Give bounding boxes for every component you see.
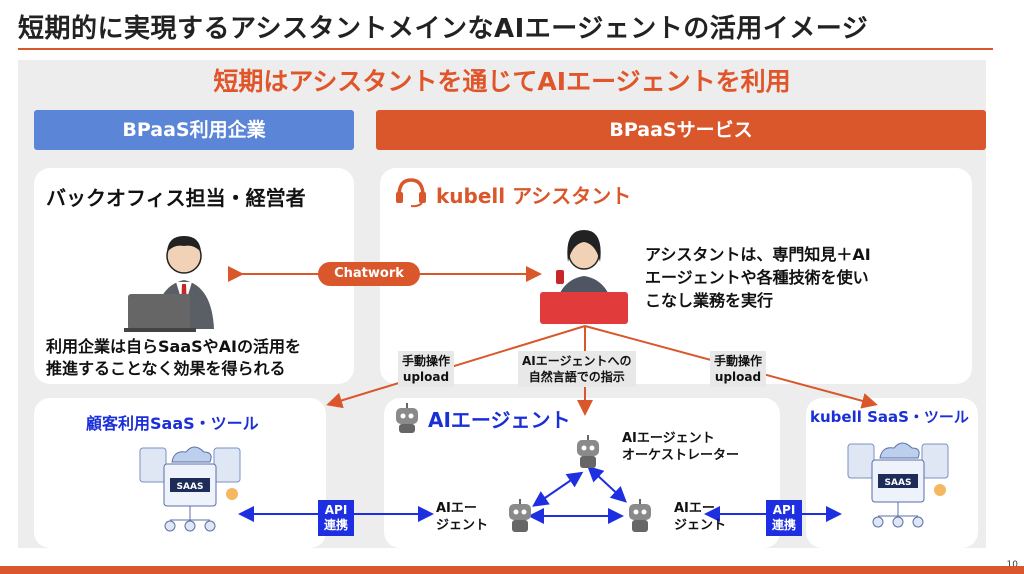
headset-icon [396,178,426,208]
orchestrator-line-2: オーケストレーター [622,448,740,463]
api-right-line-1: API [772,503,796,517]
orchestrator-left-arrow [532,471,584,507]
agent-left-line-1: AIエー [436,501,477,516]
saas-dashboard-icon: SAAS [139,446,241,532]
api-left-line-2: 連携 [324,518,349,532]
assist-desc-line-3: こなし業務を実行 [645,291,774,310]
api-badge-left: API 連携 [318,500,355,536]
manual-upload-left-arrow [326,325,586,409]
api-left-line-1: API [324,503,348,517]
assist-desc-line-2: エージェントや各種技術を使い [645,268,869,287]
page-number: 10 [1006,560,1018,570]
bottom-rule [0,566,1024,574]
user-desc-line-2: 推進することなく効果を得られる [46,359,286,378]
agent-right-line-1: AIエー [674,501,715,516]
instruction-label: AIエージェントへの 自然言語での指示 [518,351,636,387]
robot-icon [577,435,599,468]
orchestrator-line-1: AIエージェント [622,431,715,446]
customer-saas-title: 顧客利用SaaS・ツール [86,414,259,433]
instruction-line-2: 自然言語での指示 [528,370,625,384]
manual-upload-left-label: 手動操作 upload [398,351,455,387]
agent-left-line-2: ジェント [436,518,489,533]
header-bpaas-client: BPaaS利用企業 [34,110,354,150]
manual-right-line-1: 手動操作 [714,354,763,368]
user-desc-line-1: 利用企業は自らSaaSやAIの活用を [46,337,301,356]
manual-upload-right-label: 手動操作 upload [710,351,767,387]
saas-badge-left: SAAS [177,482,204,492]
header-bpaas-service: BPaaSサービス [376,110,986,150]
manual-right-line-2: upload [714,370,762,384]
ai-agent-card-title: AIエージェント [428,408,571,432]
kubell-saas-title: kubell SaaS・ツール [810,408,969,426]
agent-right-label: AIエー ジェント [674,500,726,534]
orchestrator-right-arrow [587,465,627,503]
saas-badge-right: SAAS [885,478,912,488]
assistant-card-description: アシスタントは、専門知見＋AI エージェントや各種技術を使い こなし業務を実行 [645,243,871,312]
assistant-woman-icon [540,230,628,324]
user-card-description: 利用企業は自らSaaSやAIの活用を 推進することなく効果を得られる [46,336,301,380]
robot-icon [629,499,651,532]
chatwork-badge: Chatwork [318,262,420,286]
agent-left-label: AIエー ジェント [436,500,488,534]
assist-desc-line-1: アシスタントは、専門知見＋AI [645,245,871,264]
saas-dashboard-icon: SAAS [847,442,949,528]
subtitle: 短期はアシスタントを通じてAIエージェントを利用 [213,67,791,96]
manual-left-line-2: upload [402,370,450,384]
user-card-title: バックオフィス担当・経営者 [46,186,306,210]
robot-icon [396,403,418,433]
manual-left-line-1: 手動操作 [402,354,451,368]
instruction-line-1: AIエージェントへの [522,354,632,368]
api-right-line-2: 連携 [772,518,797,532]
orchestrator-label: AIエージェント オーケストレーター [622,430,739,464]
assistant-card-title: kubell アシスタント [436,184,632,208]
businessman-icon [124,236,214,332]
agent-right-line-2: ジェント [674,518,727,533]
page-title: 短期的に実現するアシスタントメインなAIエージェントの活用イメージ [18,14,869,44]
title-rule [18,48,993,50]
api-badge-right: API 連携 [766,500,803,536]
robot-icon [509,499,531,532]
